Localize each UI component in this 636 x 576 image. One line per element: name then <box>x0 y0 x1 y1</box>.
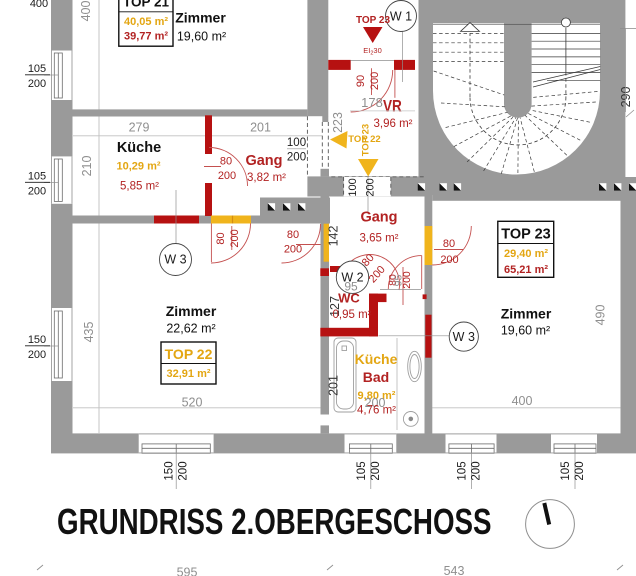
svg-text:TOP 23: TOP 23 <box>501 227 550 243</box>
svg-text:22,62 m²: 22,62 m² <box>166 322 215 336</box>
svg-text:Bad: Bad <box>363 369 389 385</box>
svg-text:TOP 22: TOP 22 <box>165 346 213 362</box>
svg-text:150: 150 <box>28 334 46 346</box>
svg-text:EI230: EI230 <box>363 46 382 57</box>
svg-text:100: 100 <box>347 178 359 196</box>
svg-text:100: 100 <box>287 137 306 149</box>
svg-text:595: 595 <box>177 566 198 576</box>
svg-text:223: 223 <box>331 112 345 133</box>
svg-text:TOP 21: TOP 21 <box>123 0 170 10</box>
svg-text:80: 80 <box>215 232 227 244</box>
svg-text:80: 80 <box>443 238 455 250</box>
svg-text:200: 200 <box>287 152 306 164</box>
svg-text:105: 105 <box>356 461 368 480</box>
svg-text:200: 200 <box>218 170 236 182</box>
svg-text:200: 200 <box>28 349 46 361</box>
svg-text:Küche: Küche <box>117 140 161 156</box>
svg-text:201: 201 <box>327 375 341 396</box>
svg-text:142: 142 <box>327 226 341 247</box>
svg-text:10,29 m²: 10,29 m² <box>116 161 160 173</box>
svg-text:WC: WC <box>338 291 360 306</box>
svg-text:VR: VR <box>383 97 402 116</box>
svg-text:Küche: Küche <box>355 351 398 367</box>
svg-text:Gang: Gang <box>360 210 397 226</box>
svg-text:105: 105 <box>28 63 46 75</box>
svg-text:200: 200 <box>178 461 190 480</box>
svg-text:90: 90 <box>355 75 367 87</box>
svg-text:TOP 22: TOP 22 <box>348 134 380 145</box>
svg-text:W 3: W 3 <box>453 330 475 344</box>
svg-text:Zimmer: Zimmer <box>166 303 217 319</box>
svg-text:200: 200 <box>365 396 386 410</box>
svg-text:3,96 m²: 3,96 m² <box>374 118 413 130</box>
svg-text:9,80 m²: 9,80 m² <box>358 390 396 402</box>
svg-text:W 1: W 1 <box>390 10 412 24</box>
svg-text:178: 178 <box>361 95 383 110</box>
svg-text:32,91 m²: 32,91 m² <box>166 368 210 380</box>
svg-text:95: 95 <box>393 275 405 287</box>
svg-text:3,65 m²: 3,65 m² <box>360 233 399 245</box>
svg-text:5,85 m²: 5,85 m² <box>120 181 159 193</box>
svg-text:200: 200 <box>369 72 381 90</box>
svg-text:200: 200 <box>440 254 458 266</box>
svg-text:105: 105 <box>560 461 572 480</box>
svg-text:127: 127 <box>328 296 342 317</box>
svg-text:520: 520 <box>182 396 203 410</box>
svg-text:19,60 m²: 19,60 m² <box>177 30 226 44</box>
svg-text:400: 400 <box>30 0 48 10</box>
svg-text:Zimmer: Zimmer <box>175 10 226 26</box>
svg-text:TOP 23: TOP 23 <box>361 124 372 156</box>
svg-text:W 3: W 3 <box>164 253 186 267</box>
svg-text:80: 80 <box>287 229 299 241</box>
svg-text:435: 435 <box>82 322 96 343</box>
svg-text:95: 95 <box>344 280 358 294</box>
svg-text:65,21 m²: 65,21 m² <box>504 264 548 276</box>
svg-text:200: 200 <box>365 178 377 196</box>
svg-text:200: 200 <box>28 78 46 90</box>
svg-text:200: 200 <box>401 271 413 289</box>
svg-text:4,76 m²: 4,76 m² <box>357 405 396 417</box>
svg-text:200: 200 <box>229 229 241 247</box>
svg-text:105: 105 <box>28 171 46 183</box>
svg-text:200: 200 <box>28 186 46 198</box>
svg-text:3,82 m²: 3,82 m² <box>247 172 286 184</box>
svg-text:210: 210 <box>80 156 94 177</box>
svg-text:200: 200 <box>471 461 483 480</box>
svg-text:200: 200 <box>284 244 302 256</box>
svg-text:400: 400 <box>512 394 533 408</box>
svg-text:TOP 23: TOP 23 <box>356 15 391 26</box>
svg-text:39,77 m²: 39,77 m² <box>124 31 168 43</box>
svg-text:543: 543 <box>444 564 465 576</box>
svg-text:W 2: W 2 <box>341 271 363 285</box>
svg-text:490: 490 <box>594 305 608 326</box>
svg-text:150: 150 <box>164 461 176 480</box>
svg-text:80: 80 <box>220 156 232 168</box>
svg-text:Zimmer: Zimmer <box>501 306 552 322</box>
svg-text:40,05 m²: 40,05 m² <box>124 16 168 28</box>
svg-text:400: 400 <box>79 1 93 22</box>
svg-text:200: 200 <box>574 461 586 480</box>
svg-text:279: 279 <box>129 121 150 135</box>
svg-text:80: 80 <box>387 274 399 286</box>
svg-text:290: 290 <box>619 87 633 108</box>
svg-text:201: 201 <box>250 121 271 135</box>
svg-text:29,40 m²: 29,40 m² <box>504 248 548 260</box>
svg-text:200: 200 <box>370 461 382 480</box>
svg-text:0,95 m²: 0,95 m² <box>333 309 372 321</box>
svg-text:19,60 m²: 19,60 m² <box>501 324 550 338</box>
svg-text:GRUNDRISS 2.OBERGESCHOSS: GRUNDRISS 2.OBERGESCHOSS <box>57 501 492 542</box>
svg-text:Gang: Gang <box>245 153 282 169</box>
svg-text:105: 105 <box>457 461 469 480</box>
